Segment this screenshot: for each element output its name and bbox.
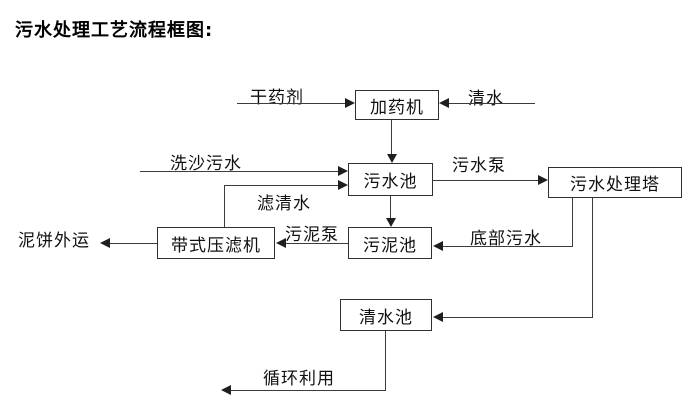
line-dry-agent: [237, 103, 346, 104]
line-sewage-to-sludge: [390, 196, 391, 219]
arrow-right-icon: [345, 98, 355, 108]
line-tower-to-clean-vertical: [592, 198, 593, 317]
line-recycle: [231, 390, 386, 391]
node-dosing-machine: 加药机: [355, 90, 439, 120]
line-sewage-pump: [433, 180, 538, 181]
arrow-down-icon: [387, 154, 397, 163]
label-recycle: 循环利用: [263, 369, 335, 389]
node-belt-filter-press: 带式压滤机: [157, 227, 275, 259]
node-sewage-pool: 污水池: [348, 163, 433, 196]
label-clean-water: 清水: [468, 89, 504, 109]
arrow-left-icon: [221, 385, 231, 395]
line-tower-to-clean: [443, 317, 593, 318]
label-filtered-water: 滤清水: [257, 194, 311, 214]
line-bottom-sewage: [443, 246, 573, 247]
line-sand-washing: [140, 171, 338, 172]
line-filtered-water: [224, 185, 338, 186]
arrow-down-icon: [386, 218, 396, 227]
label-sand-washing-sewage: 洗沙污水: [170, 154, 242, 174]
arrow-right-icon: [338, 180, 348, 190]
arrow-left-icon: [433, 241, 443, 251]
arrow-left-icon: [433, 312, 443, 322]
label-sewage-pump: 污水泵: [452, 156, 506, 176]
arrow-left-icon: [276, 238, 286, 248]
node-treatment-tower: 污水处理塔: [548, 167, 682, 198]
label-mud-cake-out: 泥饼外运: [18, 231, 90, 251]
line-recycle-vertical: [385, 331, 386, 391]
label-sludge-pump: 污泥泵: [285, 225, 339, 245]
arrow-right-icon: [338, 166, 348, 176]
arrow-left-icon: [100, 238, 110, 248]
line-bottom-sewage-vertical: [572, 198, 573, 246]
line-dosing-to-sewage: [391, 120, 392, 156]
node-sludge-pool: 污泥池: [348, 227, 432, 259]
label-dry-agent: 干药剂: [250, 88, 304, 108]
arrow-left-icon: [439, 98, 449, 108]
line-clean-water: [449, 103, 535, 104]
label-bottom-sewage: 底部污水: [470, 229, 542, 249]
arrow-right-icon: [538, 175, 548, 185]
line-filtered-water-vertical: [224, 185, 225, 227]
line-mud-cake-out: [110, 243, 157, 244]
node-clean-water-pool: 清水池: [340, 299, 432, 331]
page-title: 污水处理工艺流程框图:: [15, 20, 214, 41]
line-sludge-pump: [286, 243, 348, 244]
